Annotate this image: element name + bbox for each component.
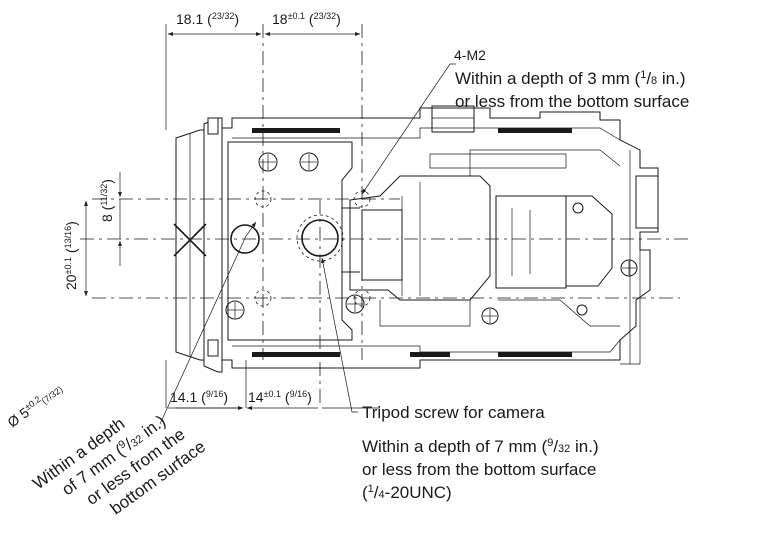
tripod-line-1: Within a depth of 7 mm (9/32 in.) <box>362 437 599 456</box>
strip-bottom-1 <box>252 352 340 357</box>
m2-line-2: or less from the bottom surface <box>455 92 689 111</box>
screw-bottom-right <box>481 307 499 325</box>
camera-body <box>175 105 659 373</box>
dim-left-large: 20±0.1 (13/16) <box>63 221 79 290</box>
m2-label: 4-M2 <box>454 47 486 63</box>
dim-bottom-right: 14±0.1 (9/16) <box>248 389 312 405</box>
m2-leader <box>361 63 456 195</box>
gear-housing <box>349 175 491 301</box>
side-connector <box>635 175 659 229</box>
strip-bottom-3 <box>498 352 572 357</box>
front-flange <box>203 117 223 373</box>
dim-bottom-left: 14.1 (9/16) <box>170 389 228 405</box>
notes: 4-M2 Within a depth of 3 mm (1/8 in.) or… <box>29 47 689 518</box>
leader-lines <box>159 63 456 425</box>
screw-small-top <box>572 202 584 214</box>
main-body-outline <box>221 107 659 369</box>
dim-diameter: Ø 5±0.2(7/32) <box>4 380 65 430</box>
motor-unit <box>495 195 567 289</box>
strip-top-1 <box>252 128 340 133</box>
inner-body-bottom <box>232 339 621 353</box>
dim-left-small: 8 (11/32) <box>99 179 115 222</box>
bracket-right <box>566 195 613 287</box>
tripod-hole-thread <box>296 214 344 262</box>
screw-bottom-mid <box>345 294 365 314</box>
pin-leader <box>159 221 257 425</box>
inner-body-top <box>232 127 621 141</box>
pin-hole <box>230 224 260 254</box>
gear-core <box>361 209 403 281</box>
screw-top-mid <box>299 152 319 172</box>
screw-small-right <box>576 304 588 316</box>
flange-tab-top <box>207 117 219 135</box>
tripod-label: Tripod screw for camera <box>362 403 545 422</box>
base-plate <box>227 141 353 341</box>
screw-bottom-left <box>225 300 245 320</box>
strip-top-2 <box>498 128 572 133</box>
screw-top-left <box>258 152 278 172</box>
optical-center-mark <box>173 223 207 257</box>
tripod-line-3: (1/4-20UNC) <box>362 483 452 502</box>
dim-top-right: 18±0.1 (23/32) <box>272 11 341 27</box>
top-connector-block <box>431 105 475 133</box>
tripod-leader <box>321 257 358 413</box>
screw-side-right <box>620 259 638 277</box>
m2-line-1: Within a depth of 3 mm (1/8 in.) <box>455 69 686 88</box>
lens-barrel <box>342 207 360 273</box>
dimension-text: 18.1 (23/32) 18±0.1 (23/32) 8 (11/32) 20… <box>4 11 340 430</box>
strip-bottom-2 <box>410 352 450 357</box>
flange-tab-bottom <box>207 339 219 357</box>
dimension-lines <box>84 32 380 410</box>
tripod-line-2: or less from the bottom surface <box>362 460 596 479</box>
dim-top-left: 18.1 (23/32) <box>176 11 239 27</box>
internal-mechanism <box>342 149 621 327</box>
